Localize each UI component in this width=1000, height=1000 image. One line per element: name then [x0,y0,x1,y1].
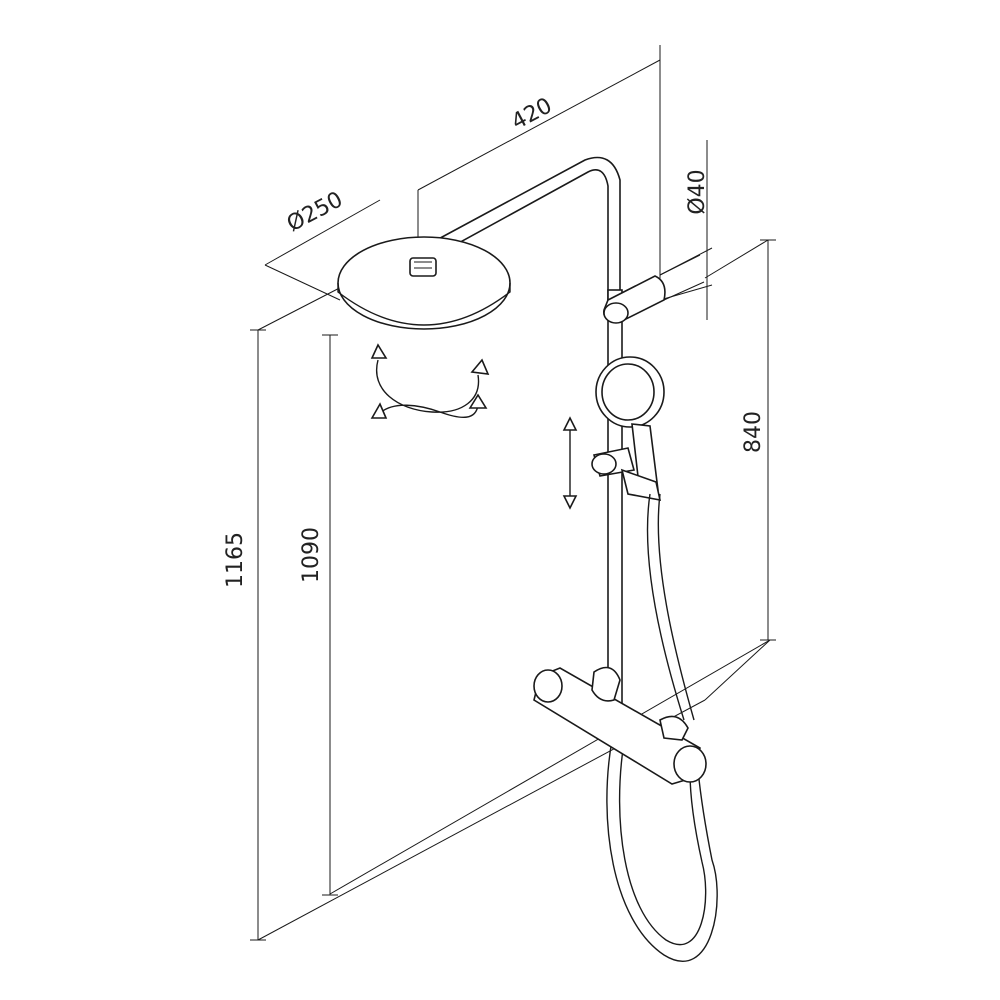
thermostatic-mixer [533,666,707,785]
up-down-arrow-icon [562,416,578,510]
overhead-shower-head [337,236,511,330]
wall-bracket-upper [603,254,705,324]
riser-rail [607,289,623,721]
dim-d40-label: Ø40 [685,169,710,214]
dimension-height-total: 1165 [223,329,266,941]
dim-1090-label: 1090 [299,527,324,583]
dimension-pipe-diameter: Ø40 [659,140,713,320]
dim-840-label: 840 [741,411,766,453]
dimension-slide-height: 840 [704,239,776,641]
dimension-arm-length: 420 [417,59,661,250]
shower-hose [606,493,718,962]
slider-holder [591,447,662,502]
rotate-arrows-icon [370,343,490,419]
dim-1165-label: 1165 [223,532,248,588]
dim-d250-label: Ø250 [283,187,347,237]
dimension-height-head: 1090 [299,334,338,896]
